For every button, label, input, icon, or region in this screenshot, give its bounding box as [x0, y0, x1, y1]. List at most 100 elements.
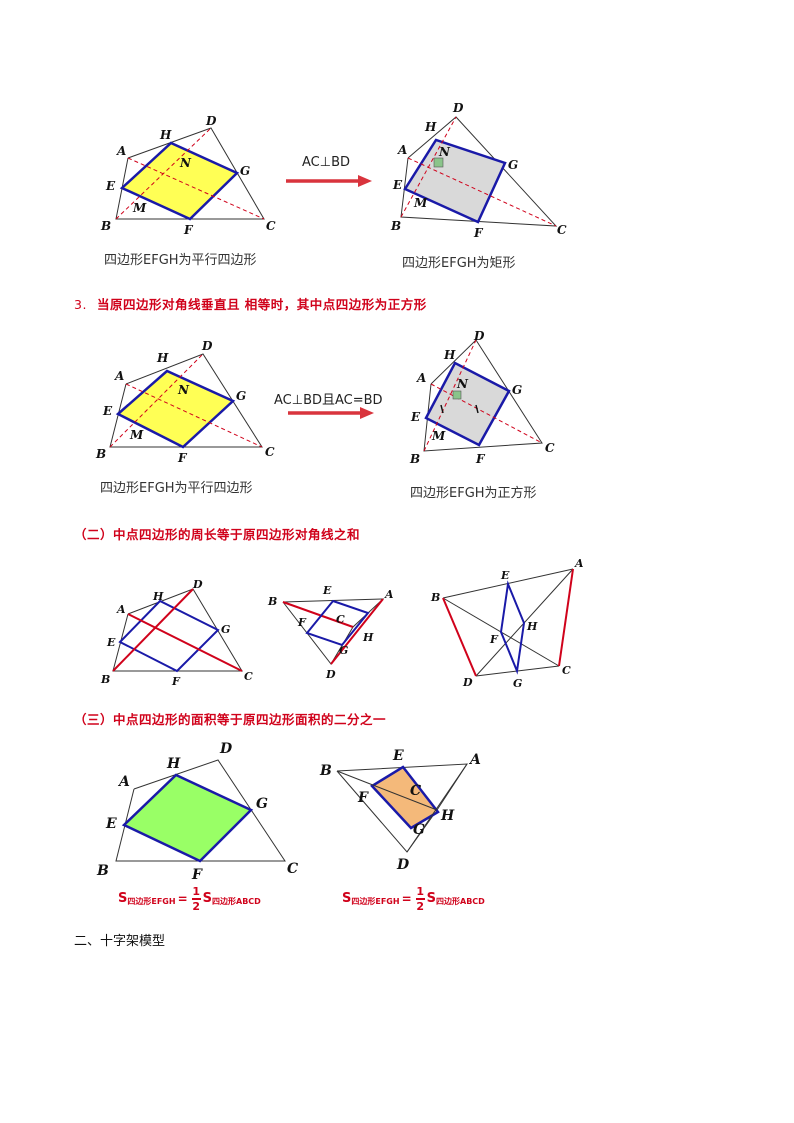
- label-N: N: [456, 377, 469, 391]
- midpoint-quadrilateral: [115, 369, 236, 449]
- label-D: D: [205, 114, 217, 128]
- label-E: E: [410, 410, 421, 424]
- label-C: C: [266, 219, 276, 233]
- label-B: B: [390, 219, 401, 233]
- part3-heading: （三）中点四边形的面积等于原四边形面积的二分之一: [74, 712, 387, 727]
- label-B: B: [96, 863, 109, 879]
- figure-perimeter-1: A D H E G B F C: [100, 578, 253, 688]
- label-D: D: [325, 668, 336, 681]
- label-B: B: [319, 763, 332, 779]
- figure-area-1: A D H E G B F C: [96, 741, 298, 883]
- label-F: F: [183, 223, 194, 237]
- figure-rectangle: A D H N E G M B F C: [390, 101, 567, 240]
- label-C: C: [545, 441, 555, 455]
- label-G: G: [413, 822, 425, 838]
- label-D: D: [462, 676, 473, 689]
- label-B: B: [95, 447, 106, 461]
- label-F: F: [489, 633, 499, 646]
- label-G: G: [236, 389, 246, 403]
- label-A: A: [116, 603, 126, 616]
- label-M: M: [413, 196, 428, 210]
- label-N: N: [438, 145, 451, 159]
- label-D: D: [201, 339, 213, 353]
- label-E: E: [392, 748, 404, 764]
- arrow-label-perpendicular: AC⊥BD: [302, 155, 350, 170]
- label-E: E: [106, 636, 116, 649]
- figure-parallelogram-2: A D H N E G M B F C: [95, 339, 275, 465]
- label-M: M: [132, 201, 147, 215]
- label-E: E: [105, 816, 117, 832]
- label-G: G: [513, 677, 522, 690]
- arrow-label-perpendicular-equal: AC⊥BD且AC=BD: [274, 393, 383, 408]
- label-G: G: [240, 164, 250, 178]
- figure-area-2: B E A F C H G D: [319, 748, 481, 873]
- label-G: G: [221, 623, 230, 636]
- label-M: M: [129, 428, 144, 442]
- label-B: B: [430, 591, 440, 604]
- label-H: H: [159, 128, 172, 142]
- label-A: A: [116, 144, 126, 158]
- label-C: C: [410, 783, 421, 799]
- label-D: D: [452, 101, 464, 115]
- label-H: H: [440, 808, 455, 824]
- label-F: F: [473, 226, 484, 240]
- label-F: F: [171, 675, 181, 688]
- label-A: A: [397, 143, 407, 157]
- label-E: E: [500, 569, 510, 582]
- label-C: C: [265, 445, 275, 459]
- label-A: A: [117, 774, 130, 790]
- label-G: G: [256, 796, 268, 812]
- caption-parallelogram: 四边形EFGH为平行四边形: [104, 253, 257, 268]
- midpoint-quadrilateral-green: [121, 773, 254, 863]
- figure-parallelogram-1: A D H E G N M B F C: [100, 114, 276, 237]
- label-G: G: [339, 644, 348, 657]
- midpoint-square: [424, 361, 511, 447]
- label-F: F: [297, 616, 307, 629]
- label-C: C: [562, 664, 571, 677]
- label-C: C: [287, 861, 298, 877]
- label-A: A: [574, 557, 584, 570]
- section-heading-cross-model: 二、十字架模型: [74, 934, 166, 949]
- item3-heading: 3. 当原四边形对角线垂直且 相等时，其中点四边形为正方形: [74, 294, 427, 313]
- figure-perimeter-3: B E A F H C D G: [430, 557, 584, 690]
- figure-perimeter-2: B E A F C H G D: [267, 584, 394, 681]
- label-D: D: [219, 741, 233, 757]
- item3-heading-text: 当原四边形对角线垂直且 相等时，其中点四边形为正方形: [96, 297, 427, 312]
- label-C: C: [336, 613, 345, 626]
- label-H: H: [166, 756, 181, 772]
- label-B: B: [100, 219, 111, 233]
- label-G: G: [512, 383, 522, 397]
- label-H: H: [152, 590, 164, 603]
- label-D: D: [396, 857, 410, 873]
- label-H: H: [156, 351, 169, 365]
- label-A: A: [468, 752, 481, 768]
- label-B: B: [100, 673, 110, 686]
- label-G: G: [508, 158, 518, 172]
- label-E: E: [392, 178, 403, 192]
- caption-rectangle: 四边形EFGH为矩形: [402, 256, 516, 271]
- label-E: E: [102, 404, 113, 418]
- label-C: C: [557, 223, 567, 237]
- label-N: N: [177, 383, 190, 397]
- caption-parallelogram-2: 四边形EFGH为平行四边形: [100, 481, 253, 496]
- label-A: A: [384, 588, 394, 601]
- label-A: A: [114, 369, 124, 383]
- label-F: F: [475, 452, 486, 466]
- label-H: H: [424, 120, 437, 134]
- arrow-right: [288, 407, 374, 419]
- part2-heading: （二）中点四边形的周长等于原四边形对角线之和: [74, 527, 361, 542]
- item3-number: 3.: [74, 297, 87, 312]
- label-N: N: [179, 156, 192, 170]
- label-F: F: [177, 451, 188, 465]
- label-E: E: [105, 179, 116, 193]
- label-D: D: [192, 578, 203, 591]
- label-E: E: [322, 584, 332, 597]
- figure-square: A D H N E G M B F C: [409, 329, 555, 466]
- label-B: B: [409, 452, 420, 466]
- label-M: M: [431, 429, 446, 443]
- midpoint-rectangle: [403, 138, 507, 224]
- label-B: B: [267, 595, 277, 608]
- arrow-right: [286, 175, 372, 187]
